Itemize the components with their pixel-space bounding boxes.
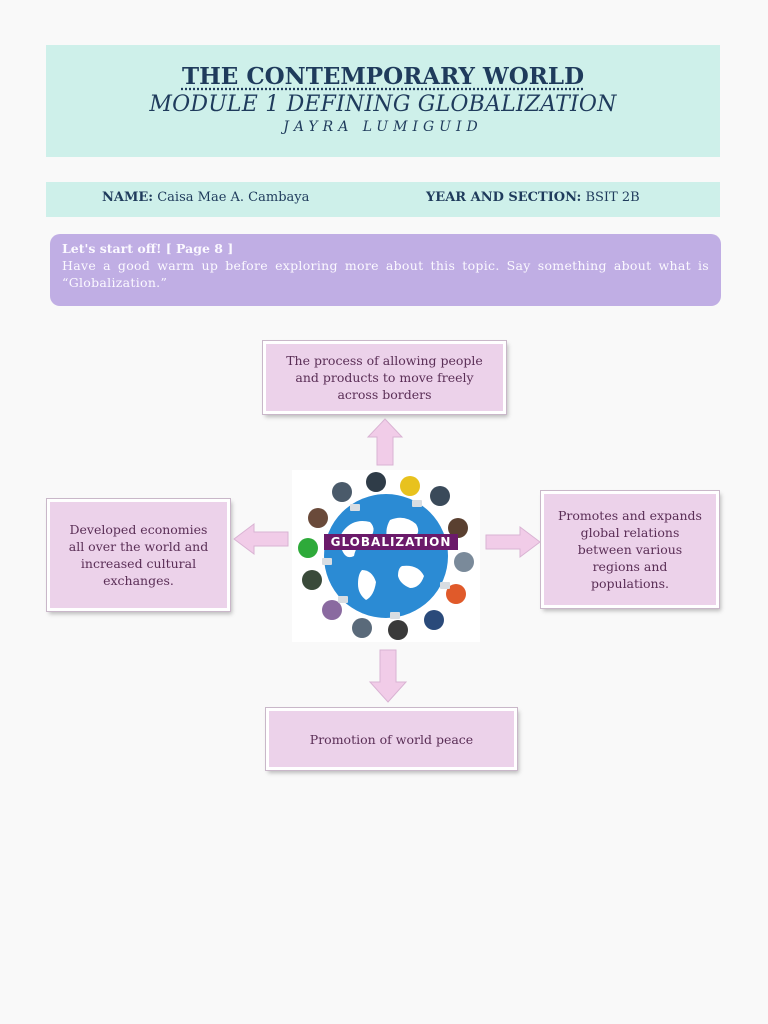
module-subtitle: MODULE 1 DEFINING GLOBALIZATION	[149, 92, 617, 117]
student-info-bar: NAME: Caisa Mae A. Cambaya YEAR AND SECT…	[46, 182, 720, 217]
globe-people-icon	[298, 472, 474, 640]
year-label: YEAR AND SECTION:	[426, 190, 582, 205]
arrow-down-icon	[368, 649, 408, 703]
author-name: JAYRA LUMIGUID	[283, 119, 483, 135]
module-header: THE CONTEMPORARY WORLD MODULE 1 DEFINING…	[46, 45, 720, 157]
arrow-left-icon	[233, 523, 289, 555]
document-title: THE CONTEMPORARY WORLD	[181, 63, 585, 90]
concept-box-bottom: Promotion of world peace	[266, 708, 517, 770]
activity-prompt: Let's start off! [ Page 8 ] Have a good …	[50, 234, 721, 306]
arrow-right-icon	[485, 526, 541, 558]
concept-box-left: Developed economies all over the world a…	[47, 499, 230, 611]
year-section: YEAR AND SECTION: BSIT 2B	[426, 190, 640, 205]
globalization-illustration	[292, 470, 480, 642]
concept-box-right: Promotes and expands global relations be…	[541, 491, 719, 608]
prompt-heading: Let's start off! [ Page 8 ]	[62, 241, 234, 256]
prompt-text: Have a good warm up before exploring mor…	[62, 258, 709, 290]
student-name: NAME: Caisa Mae A. Cambaya	[102, 190, 309, 205]
year-value: BSIT 2B	[585, 190, 640, 205]
name-value: Caisa Mae A. Cambaya	[157, 190, 310, 205]
arrow-up-icon	[366, 418, 404, 466]
globalization-label: GLOBALIZATION	[324, 534, 458, 550]
name-label: NAME:	[102, 190, 154, 205]
concept-box-top: The process of allowing people and produ…	[263, 341, 506, 414]
